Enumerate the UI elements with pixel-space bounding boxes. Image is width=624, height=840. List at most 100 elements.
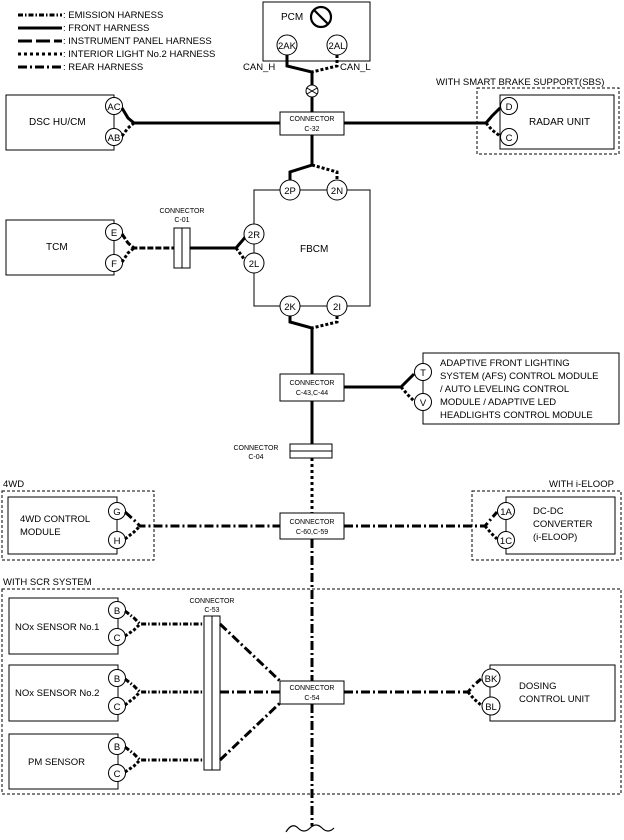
svg-text:V: V	[420, 398, 427, 409]
c43-id: C-43,C-44	[296, 390, 328, 397]
fbcm-pin-2n: 2N	[326, 179, 348, 201]
nox1-wire	[124, 609, 204, 626]
can-l-label: CAN_L	[340, 62, 371, 73]
legend: : EMISSION HARNESS : FRONT HARNESS : INS…	[18, 10, 215, 73]
radar-pin-d: D	[500, 97, 518, 115]
nox1-wire-b	[124, 622, 142, 638]
eloop-line-1: DC-DC	[533, 506, 564, 517]
nox2-pin-c: C	[108, 697, 126, 715]
pcm-pin-2ak: 2AK	[276, 34, 298, 56]
tcm-wire	[120, 233, 174, 250]
svg-text:F: F	[111, 259, 117, 270]
svg-text:1C: 1C	[500, 536, 512, 547]
can-h-label: CAN_H	[243, 62, 275, 73]
c43-title: CONNECTOR	[290, 380, 335, 387]
radar-wire-b	[484, 122, 501, 138]
connector-c43-c44	[279, 373, 345, 402]
svg-text:C: C	[114, 702, 121, 713]
connector-c04-bottom	[289, 450, 333, 459]
connector-c01-right	[181, 227, 191, 269]
svg-text:B: B	[114, 674, 120, 685]
fwd-wire-b	[124, 524, 142, 541]
svg-text:2P: 2P	[284, 186, 296, 197]
radar-unit-module	[499, 94, 615, 150]
afs-line-1: ADAPTIVE FRONT LIGHTING	[440, 358, 570, 369]
fbcm-pin-2r: 2R	[243, 223, 265, 245]
fwd-wire	[124, 510, 280, 528]
nox2-wire	[124, 677, 204, 694]
fbcm-pin-2l: 2L	[243, 252, 265, 274]
c32-fbcm-wire-b	[311, 163, 339, 180]
tcm-label: TCM	[46, 242, 68, 253]
svg-text:T: T	[420, 368, 426, 379]
afs-pin-t: T	[414, 363, 432, 381]
dosing-line-2: CONTROL UNIT	[519, 694, 590, 705]
radar-wire	[344, 106, 502, 125]
pm-sensor-label: PM SENSOR	[28, 757, 85, 768]
legend-interior: : INTERIOR LIGHT No.2 HARNESS	[63, 49, 215, 60]
dosing-pin-bk: BK	[481, 668, 501, 688]
dsc-pin-ab: AB	[105, 128, 123, 146]
fwd-line-2: MODULE	[20, 527, 61, 538]
pcm-label: PCM	[281, 12, 303, 23]
eloop-line-3: (i-ELOOP)	[533, 532, 577, 543]
dsc-module	[5, 94, 115, 151]
pm-pin-b: B	[108, 737, 126, 755]
afs-pin-v: V	[414, 393, 432, 411]
scr-group-label: WITH SCR SYSTEM	[3, 577, 92, 588]
nox1-label: NOx SENSOR No.1	[15, 622, 99, 633]
c32-fbcm-wire	[288, 135, 314, 180]
nox1-pin-b: B	[108, 601, 126, 619]
pcm-module: PCM	[262, 1, 371, 62]
connector-c04-top	[289, 443, 333, 452]
eloop-pin-1a: 1A	[497, 502, 515, 520]
c01-id: C-01	[174, 217, 189, 224]
svg-text:2K: 2K	[284, 302, 296, 313]
twisted-pair-icon	[305, 84, 319, 98]
connector-c53-left	[203, 615, 213, 771]
eloop-module	[505, 496, 616, 555]
svg-text:D: D	[506, 102, 513, 113]
eloop-line-2: CONVERTER	[533, 519, 593, 530]
dsc-wire	[120, 107, 280, 125]
tcm-pin-f: F	[105, 254, 123, 272]
eloop-group-label: WITH i-ELOOP	[549, 479, 614, 490]
fwd-group-label: 4WD	[3, 479, 24, 490]
svg-text:1A: 1A	[500, 507, 512, 518]
pcm-pin-2al: 2AL	[326, 34, 348, 56]
svg-text:2AK: 2AK	[278, 41, 297, 52]
svg-text:H: H	[114, 536, 121, 547]
c54-id: C-54	[304, 695, 319, 702]
c04-id: C-04	[248, 454, 263, 461]
sbs-group-label: WITH SMART BRAKE SUPPORT(SBS)	[436, 77, 604, 88]
svg-text:BL: BL	[485, 702, 497, 713]
fbcm-pin-2i: 2I	[326, 295, 348, 317]
legend-instrument: : INSTRUMENT PANEL HARNESS	[63, 36, 212, 47]
dosing-wire-b	[466, 691, 482, 707]
sbs-group-box	[476, 87, 620, 155]
afs-wire	[344, 372, 416, 389]
radar-pin-c: C	[500, 128, 518, 146]
svg-text:AC: AC	[107, 102, 120, 113]
legend-emission: : EMISSION HARNESS	[63, 10, 163, 21]
nox2-module	[8, 664, 119, 722]
afs-line-2: SYSTEM (AFS) CONTROL MODULE	[440, 371, 599, 382]
svg-text:2AL: 2AL	[329, 41, 346, 52]
tcm-module	[5, 219, 115, 276]
fbcm-module	[253, 189, 371, 307]
fbcm-label: FBCM	[300, 244, 328, 255]
c01-title: CONNECTOR	[160, 208, 205, 215]
fwd-pin-g: G	[108, 502, 126, 520]
c60-title: CONNECTOR	[290, 519, 335, 526]
scr-group-box	[1, 588, 622, 795]
dosing-module	[489, 664, 616, 722]
fwd-pin-h: H	[108, 531, 126, 549]
can-h-wire	[285, 55, 314, 112]
afs-line-5: HEADLIGHTS CONTROL MODULE	[440, 410, 593, 421]
c53-id: C-53	[204, 607, 219, 614]
pm-wire-b	[124, 758, 142, 774]
connector-c01-left	[173, 227, 183, 269]
eloop-wire-b	[483, 525, 499, 541]
c53-c54-wire-1	[218, 622, 282, 683]
svg-text:B: B	[114, 606, 120, 617]
